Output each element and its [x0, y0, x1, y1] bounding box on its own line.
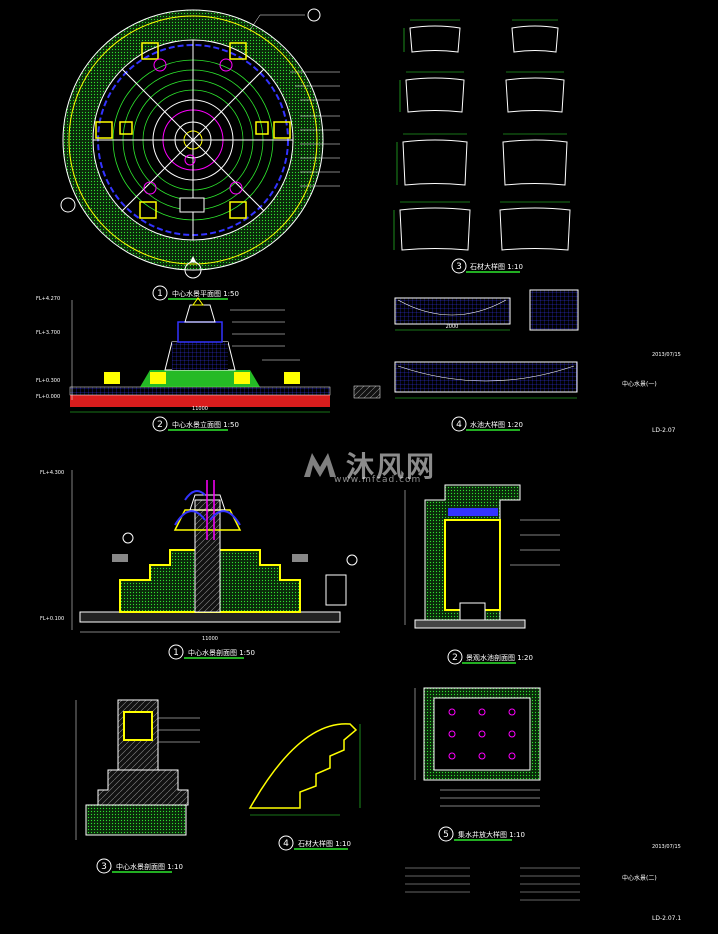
svg-text:4: 4 — [456, 420, 462, 430]
svg-text:水池大样图 1:20: 水池大样图 1:20 — [470, 420, 523, 429]
svg-text:2000: 2000 — [446, 324, 459, 330]
svg-text:FL+0.000: FL+0.000 — [36, 394, 60, 400]
svg-text:FL+3.700: FL+3.700 — [36, 330, 60, 336]
svg-text:LD-2.07.1: LD-2.07.1 — [652, 915, 681, 922]
svg-text:2013/07/15: 2013/07/15 — [652, 844, 681, 850]
svg-text:石材大样图 1:10: 石材大样图 1:10 — [298, 839, 351, 848]
watermark-brand: 沐风网 — [346, 450, 437, 483]
view-title-4: 4 水池大样图 1:20 — [451, 416, 523, 432]
view-title-2: 2 中心水景立面图 1:50 — [152, 416, 239, 432]
svg-text:集水井放大样图 1:10: 集水井放大样图 1:10 — [458, 830, 525, 839]
svg-text:FL+4.270: FL+4.270 — [36, 296, 60, 302]
svg-text:5: 5 — [443, 830, 449, 840]
svg-text:3: 3 — [456, 262, 462, 272]
svg-text:LD-2.07: LD-2.07 — [652, 427, 676, 434]
svg-text:中心水景剖面图 1:10: 中心水景剖面图 1:10 — [116, 862, 183, 871]
view-title-5: 1 中心水景剖面图 1:50 — [168, 644, 255, 660]
svg-text:中心水景(二): 中心水景(二) — [622, 874, 657, 882]
view-title-8: 4 石材大样图 1:10 — [278, 835, 351, 851]
stone-detail-grid — [399, 25, 571, 251]
pool-detail: 2000 — [394, 289, 579, 399]
watermark: 沐风网 www.mfcad.com — [300, 445, 460, 485]
sump-detail — [414, 687, 541, 807]
view-title-7: 3 中心水景剖面图 1:10 — [96, 858, 183, 874]
plan-view-fountain — [60, 8, 340, 279]
svg-text:1: 1 — [173, 648, 179, 658]
sheet-info-1: 2013/07/15 中心水景(一) LD-2.07 — [622, 352, 681, 434]
elevation-view: FL+4.270 FL+3.700 FL+0.300 FL+0.000 1100… — [36, 296, 381, 413]
section-view-3 — [75, 699, 200, 840]
watermark-logo-icon — [304, 453, 336, 477]
view-title-stone: 3 石材大样图 1:10 — [451, 258, 523, 274]
svg-text:2: 2 — [452, 653, 458, 663]
section-view-2 — [404, 484, 560, 629]
svg-text:11000: 11000 — [192, 406, 208, 412]
stone-step-detail — [248, 723, 361, 816]
view-title-9: 5 集水井放大样图 1:10 — [438, 826, 525, 842]
svg-text:3: 3 — [101, 862, 107, 872]
svg-text:中心水景立面图 1:50: 中心水景立面图 1:50 — [172, 420, 239, 429]
view-title-1: 1 中心水景平面图 1:50 — [152, 285, 239, 301]
svg-text:2013/07/15: 2013/07/15 — [652, 352, 681, 358]
notes-block — [405, 867, 580, 901]
watermark-url: www.mfcad.com — [334, 475, 422, 485]
svg-text:2: 2 — [157, 420, 163, 430]
svg-text:FL+4.300: FL+4.300 — [40, 470, 64, 476]
svg-text:中心水景(一): 中心水景(一) — [622, 380, 657, 388]
view-title-text: 中心水景平面图 1:50 — [172, 289, 239, 298]
svg-text:景观水池剖面图 1:20: 景观水池剖面图 1:20 — [466, 653, 533, 662]
view-number: 1 — [157, 289, 163, 299]
svg-text:石材大样图 1:10: 石材大样图 1:10 — [470, 262, 523, 271]
svg-text:FL+0.100: FL+0.100 — [40, 616, 64, 622]
sheet-info-2: 2013/07/15 中心水景(二) LD-2.07.1 — [622, 844, 681, 922]
view-title-6: 2 景观水池剖面图 1:20 — [447, 649, 533, 665]
section-view-1: FL+4.300 FL+0.100 11000 — [40, 470, 358, 642]
svg-text:11000: 11000 — [202, 636, 218, 642]
svg-text:4: 4 — [283, 839, 289, 849]
svg-text:中心水景剖面图 1:50: 中心水景剖面图 1:50 — [188, 648, 255, 657]
svg-text:FL+0.300: FL+0.300 — [36, 378, 60, 384]
